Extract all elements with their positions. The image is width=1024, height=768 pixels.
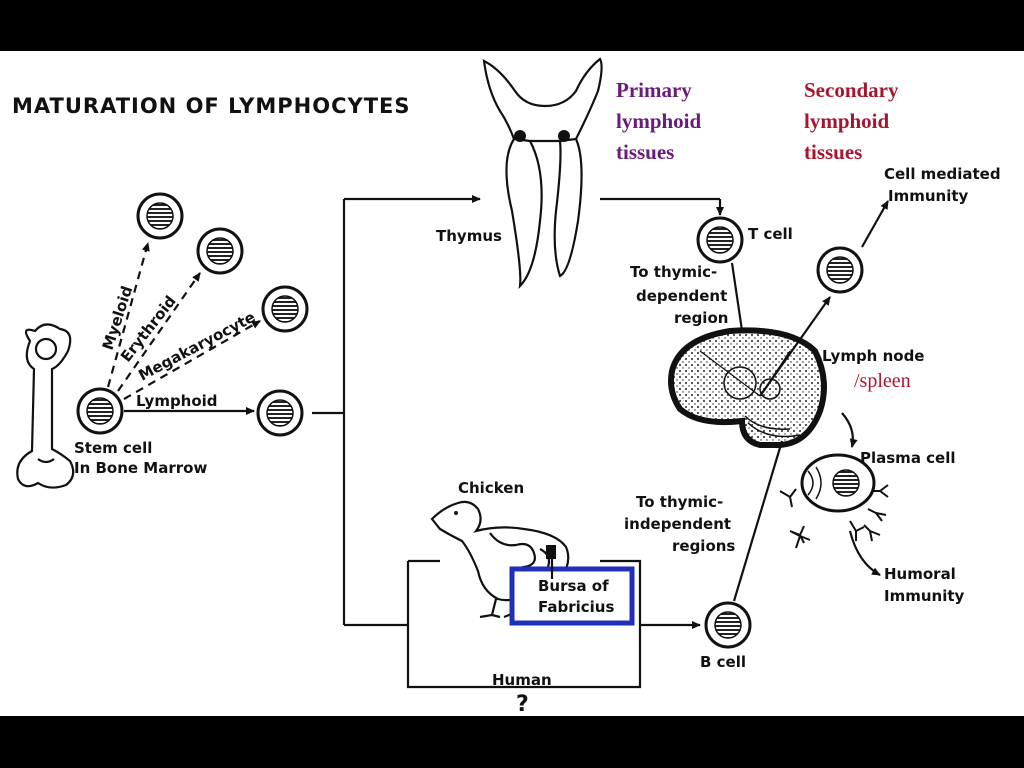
thymic-dependent-line-1: To thymic- — [630, 263, 717, 281]
bursa-highlight-box — [509, 566, 635, 626]
thymus-label: Thymus — [436, 227, 502, 245]
effector-t-cell — [816, 246, 864, 294]
chicken-label: Chicken — [458, 479, 524, 497]
plasma-cell-illustration — [800, 453, 876, 513]
antibodies-icon — [779, 484, 889, 549]
lymphoid-cell — [256, 389, 304, 437]
bone-illustration — [16, 323, 75, 489]
lymph-node-illustration — [668, 327, 827, 449]
primary-line-2: lymphoid — [616, 109, 702, 133]
secondary-line-2: lymphoid — [804, 109, 890, 133]
b-cell-label: B cell — [700, 653, 746, 671]
lymphoid-label: Lymphoid — [136, 392, 218, 410]
cell-mediated-line-1: Cell mediated — [884, 165, 1001, 183]
myeloid-cell — [136, 192, 184, 240]
diagram-slide: MATURATION OF LYMPHOCYTES Primary lympho… — [0, 51, 1024, 716]
stem-cell-label: Stem cell — [74, 439, 152, 457]
diagram-title: MATURATION OF LYMPHOCYTES — [12, 94, 411, 118]
thymic-dependent-line-3: region — [674, 309, 728, 327]
secondary-line-1: Secondary — [804, 78, 899, 102]
unknown-human-organ: ? — [516, 692, 529, 716]
thymic-independent-line-1: To thymic- — [636, 493, 723, 511]
secondary-line-3: tissues — [804, 140, 862, 164]
stem-cell — [76, 387, 124, 435]
humoral-line-1: Humoral — [884, 565, 956, 583]
humoral-line-2: Immunity — [884, 587, 965, 605]
bursa-line-1: Bursa of — [538, 577, 609, 595]
megakaryocyte-cell — [261, 285, 309, 333]
spleen-label: /spleen — [854, 370, 911, 392]
thymus-illustration — [482, 57, 603, 290]
thymic-independent-line-3: regions — [672, 537, 735, 555]
lymph-node-label: Lymph node — [822, 347, 924, 365]
lymphocyte-maturation-diagram: MATURATION OF LYMPHOCYTES Primary lympho… — [12, 57, 1001, 716]
plasma-cell-label: Plasma cell — [860, 449, 956, 467]
b-cell — [704, 601, 752, 649]
erythroid-cell — [196, 227, 244, 275]
thymic-dependent-line-2: dependent — [636, 287, 727, 305]
bone-marrow-label: In Bone Marrow — [74, 459, 207, 477]
thymic-independent-line-2: independent — [624, 515, 731, 533]
t-cell — [696, 216, 744, 264]
cell-mediated-line-2: Immunity — [888, 187, 969, 205]
primary-line-1: Primary — [616, 78, 692, 102]
bursa-line-2: Fabricius — [538, 598, 614, 616]
human-label: Human — [492, 671, 552, 689]
t-cell-label: T cell — [748, 225, 793, 243]
primary-line-3: tissues — [616, 140, 674, 164]
